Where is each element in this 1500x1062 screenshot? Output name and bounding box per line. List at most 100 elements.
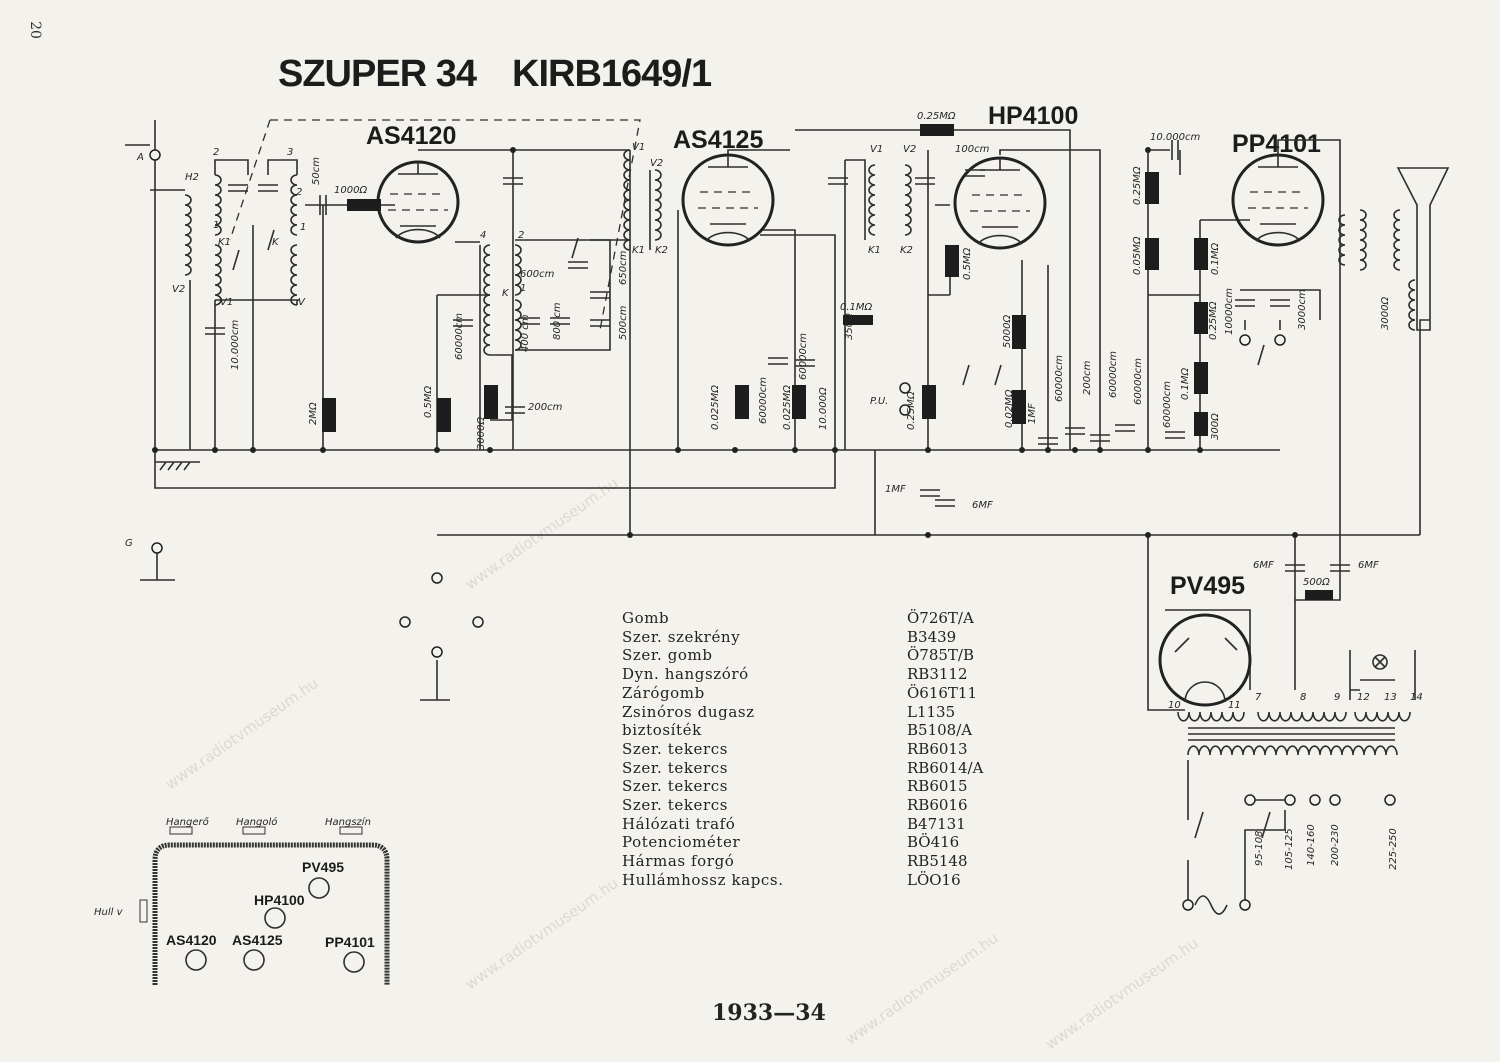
label-n1c: 1 (520, 283, 526, 294)
terminal-icon[interactable] (1244, 794, 1256, 806)
tube-as4125-symbol (681, 153, 775, 247)
part-name: Hullámhossz kapcs. (622, 870, 784, 889)
terminal-icon[interactable] (1284, 794, 1296, 806)
resistor-icon (792, 385, 806, 419)
capacitor-icon (228, 184, 248, 192)
coil-icon (214, 174, 222, 236)
resistor-icon (437, 398, 451, 432)
capacitor-icon (915, 177, 935, 185)
junction-dot (792, 447, 798, 453)
chassis-as4120: AS4120 (166, 932, 217, 948)
label-c6mf1: 6MF (1253, 560, 1274, 571)
part-code: Ö785T/B (907, 646, 975, 665)
junction-dot (925, 532, 931, 538)
socket-pp4101 (343, 951, 365, 973)
terminal-icon[interactable] (431, 646, 443, 658)
label-c60000a: 60000cm (454, 313, 465, 360)
coil-icon (1393, 209, 1401, 271)
tube-label-pv495: PV495 (1170, 572, 1245, 600)
label-r01a: 0.1MΩ (1210, 242, 1221, 275)
label-volt3: 140-160 (1306, 824, 1317, 866)
terminal-icon[interactable] (149, 149, 161, 161)
junction-dot (627, 532, 633, 538)
label-n2c: 2 (518, 230, 524, 241)
mains-switch-icon (1194, 811, 1204, 839)
label-c1mf: 1MF (1027, 403, 1038, 424)
junction-dot (510, 147, 516, 153)
part-name: Szer. tekercs (622, 739, 729, 758)
capacitor-icon (1115, 424, 1135, 432)
junction-dot (1197, 447, 1203, 453)
knob-tone-icon (339, 826, 363, 835)
terminal-icon[interactable] (1384, 794, 1396, 806)
resistor-icon (920, 124, 954, 136)
knob-tuning-label: Hangoló (236, 816, 277, 828)
label-p7: 7 (1255, 692, 1262, 703)
terminal-icon[interactable] (1182, 899, 1194, 911)
part-name: Dyn. hangszóró (622, 665, 749, 684)
label-c650: 650cm (618, 250, 629, 285)
label-n3: 3 (287, 147, 293, 158)
label-v1c: V1 (870, 144, 883, 155)
terminal-icon[interactable] (1309, 794, 1321, 806)
terminal-icon[interactable] (1274, 334, 1286, 346)
label-n4: 4 (480, 230, 486, 241)
capacitor-icon (1065, 427, 1085, 435)
resistor-icon (1194, 362, 1208, 394)
junction-dot (1292, 532, 1298, 538)
label-r025d: 0.25MΩ (1208, 301, 1219, 340)
label-r01b: 0.1MΩ (1180, 367, 1191, 400)
label-k1: K1 (218, 237, 231, 248)
label-r05m: 0.5MΩ (423, 385, 434, 418)
label-c10000c: 10000cm (1224, 288, 1235, 335)
terminal-icon[interactable] (151, 542, 163, 554)
part-name: Hármas forgó (622, 852, 735, 871)
coil-icon (623, 149, 631, 251)
capacitor-icon (1285, 564, 1305, 572)
terminal-icon[interactable] (431, 572, 443, 584)
label-v2b: V2 (650, 158, 663, 169)
capacitor-icon (590, 319, 610, 327)
terminal-icon[interactable] (1239, 899, 1251, 911)
resistor-icon (322, 398, 336, 432)
part-code: B3439 (907, 627, 957, 646)
label-r025pu: 0.25MΩ (906, 391, 917, 430)
part-name: Szer. tekercs (622, 777, 729, 796)
terminal-icon[interactable] (1329, 794, 1341, 806)
terminal-icon[interactable] (399, 616, 411, 628)
coil-icon (1338, 214, 1346, 266)
resistor-icon (735, 385, 749, 419)
resistor-icon (843, 315, 873, 325)
label-r0025b: 0.025MΩ (782, 385, 793, 430)
coil-icon (290, 244, 298, 306)
label-c200: 200cm (528, 402, 563, 413)
resistor-icon (347, 199, 381, 211)
junction-dot (434, 447, 440, 453)
capacitor-icon (828, 177, 848, 185)
coil-icon (514, 244, 522, 296)
label-r025c: 0.25MΩ (1132, 166, 1143, 205)
label-c60000d: 60000cm (1054, 355, 1065, 402)
switch-icon (1257, 344, 1265, 366)
label-kc: K (502, 288, 510, 299)
junction-dot (320, 447, 326, 453)
terminal-icon[interactable] (472, 616, 484, 628)
coil-icon (904, 164, 912, 236)
part-name: Szer. tekercs (622, 796, 729, 815)
resistor-icon (1012, 390, 1026, 424)
knob-wave-icon (139, 899, 148, 923)
label-c10000b: 10.000cm (1150, 132, 1200, 143)
coil-icon (483, 244, 491, 306)
chassis-pp4101: PP4101 (325, 934, 375, 950)
terminal-icon[interactable] (899, 404, 911, 416)
terminal-icon[interactable] (899, 382, 911, 394)
terminal-icon[interactable] (1239, 334, 1251, 346)
chassis-hp4100: HP4100 (254, 892, 305, 908)
